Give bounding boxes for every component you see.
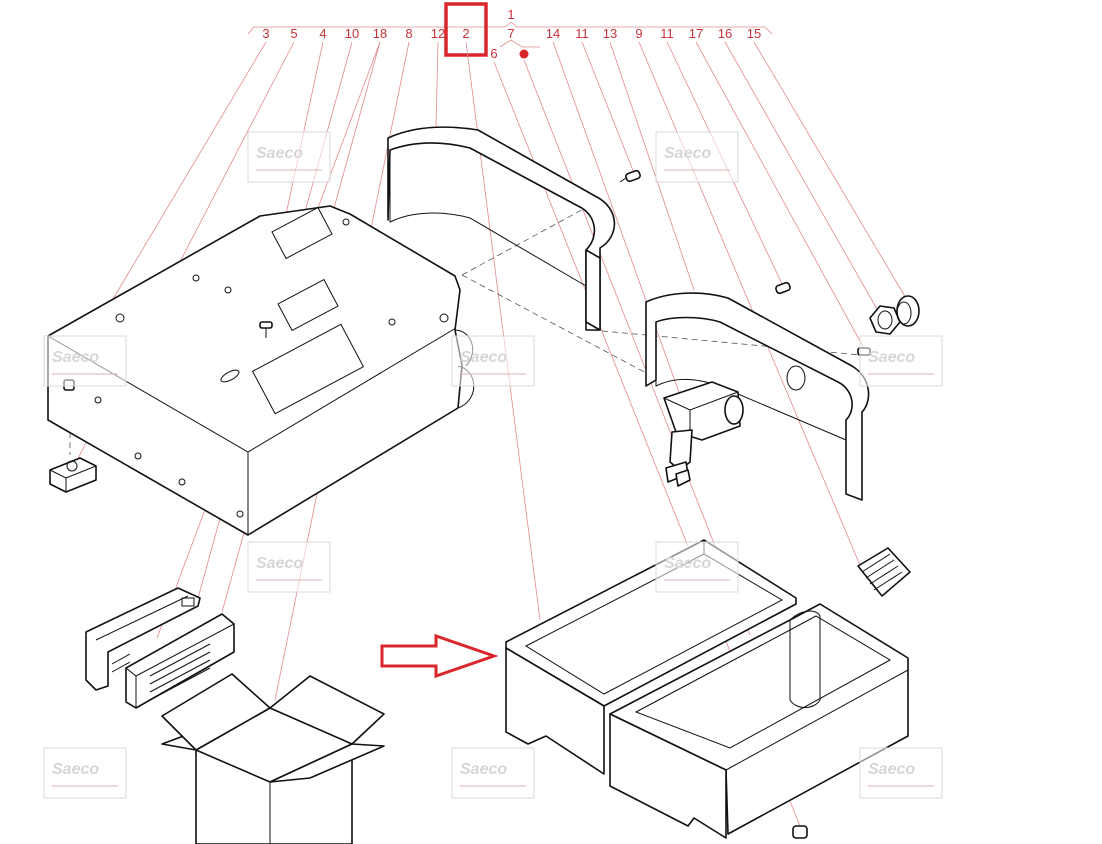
saeco-watermark: Saeco <box>655 131 739 183</box>
saeco-watermark: Saeco <box>43 335 127 387</box>
callout-label: 11 <box>660 26 674 41</box>
callout-label: 5 <box>290 26 297 41</box>
svg-text:Saeco: Saeco <box>460 761 507 778</box>
callout-label: 4 <box>319 26 326 41</box>
saeco-watermark: Saeco <box>43 747 127 799</box>
saeco-watermark: Saeco <box>247 131 331 183</box>
callout-label: 17 <box>689 26 703 41</box>
svg-text:Saeco: Saeco <box>664 145 711 162</box>
callout-label: 7 <box>507 26 514 41</box>
packaging-box <box>161 673 385 844</box>
callout-row: 3 5 4 10 18 8 12 2 7 14 11 13 9 11 17 16… <box>262 7 761 61</box>
screw-icon <box>259 321 273 338</box>
svg-text:Saeco: Saeco <box>460 349 507 366</box>
ring-icon <box>896 295 920 327</box>
svg-text:Saeco: Saeco <box>868 349 915 366</box>
callout-label: 10 <box>345 26 359 41</box>
callout-label: 16 <box>718 26 732 41</box>
highlight-arrow <box>380 633 499 679</box>
callout-bracket <box>247 21 773 48</box>
highlight-box <box>444 2 488 57</box>
svg-text:Saeco: Saeco <box>52 761 99 778</box>
saeco-watermark: Saeco <box>451 335 535 387</box>
float-icon <box>792 825 808 839</box>
callout-label: 15 <box>747 26 761 41</box>
svg-text:Saeco: Saeco <box>664 555 711 572</box>
saeco-watermark: Saeco <box>247 541 331 593</box>
saeco-watermark: Saeco <box>859 335 943 387</box>
nut-icon <box>869 305 901 335</box>
svg-text:Saeco: Saeco <box>868 761 915 778</box>
callout-label: 11 <box>575 26 589 41</box>
svg-text:Saeco: Saeco <box>52 349 99 366</box>
screw-icon <box>775 281 791 295</box>
callout-label: 8 <box>405 26 412 41</box>
thermostat-icon <box>49 457 97 493</box>
drip-tray-inner <box>609 603 909 839</box>
callout-label: 3 <box>262 26 269 41</box>
callout-label: 13 <box>603 26 617 41</box>
screw-icon <box>619 169 641 183</box>
callout-label: 12 <box>431 26 445 41</box>
manual-booklet-icon <box>857 547 911 597</box>
valve-assembly <box>663 381 744 487</box>
saeco-watermark: Saeco <box>451 747 535 799</box>
saeco-watermark: Saeco <box>655 541 739 593</box>
callout-label: 9 <box>635 26 642 41</box>
callout-label: 6 <box>490 46 497 61</box>
svg-text:Saeco: Saeco <box>256 145 303 162</box>
callout-label-group: 1 <box>507 7 514 22</box>
control-panel <box>85 587 235 709</box>
top-shell <box>387 126 616 331</box>
saeco-watermark: Saeco <box>859 747 943 799</box>
callout-dot <box>519 49 529 59</box>
watermarks: Saeco Saeco Saeco Saeco Saeco Saeco <box>43 131 943 799</box>
callout-label-highlighted: 2 <box>462 26 469 41</box>
callout-label: 18 <box>373 26 387 41</box>
callout-label: 14 <box>546 26 560 41</box>
svg-text:Saeco: Saeco <box>256 555 303 572</box>
